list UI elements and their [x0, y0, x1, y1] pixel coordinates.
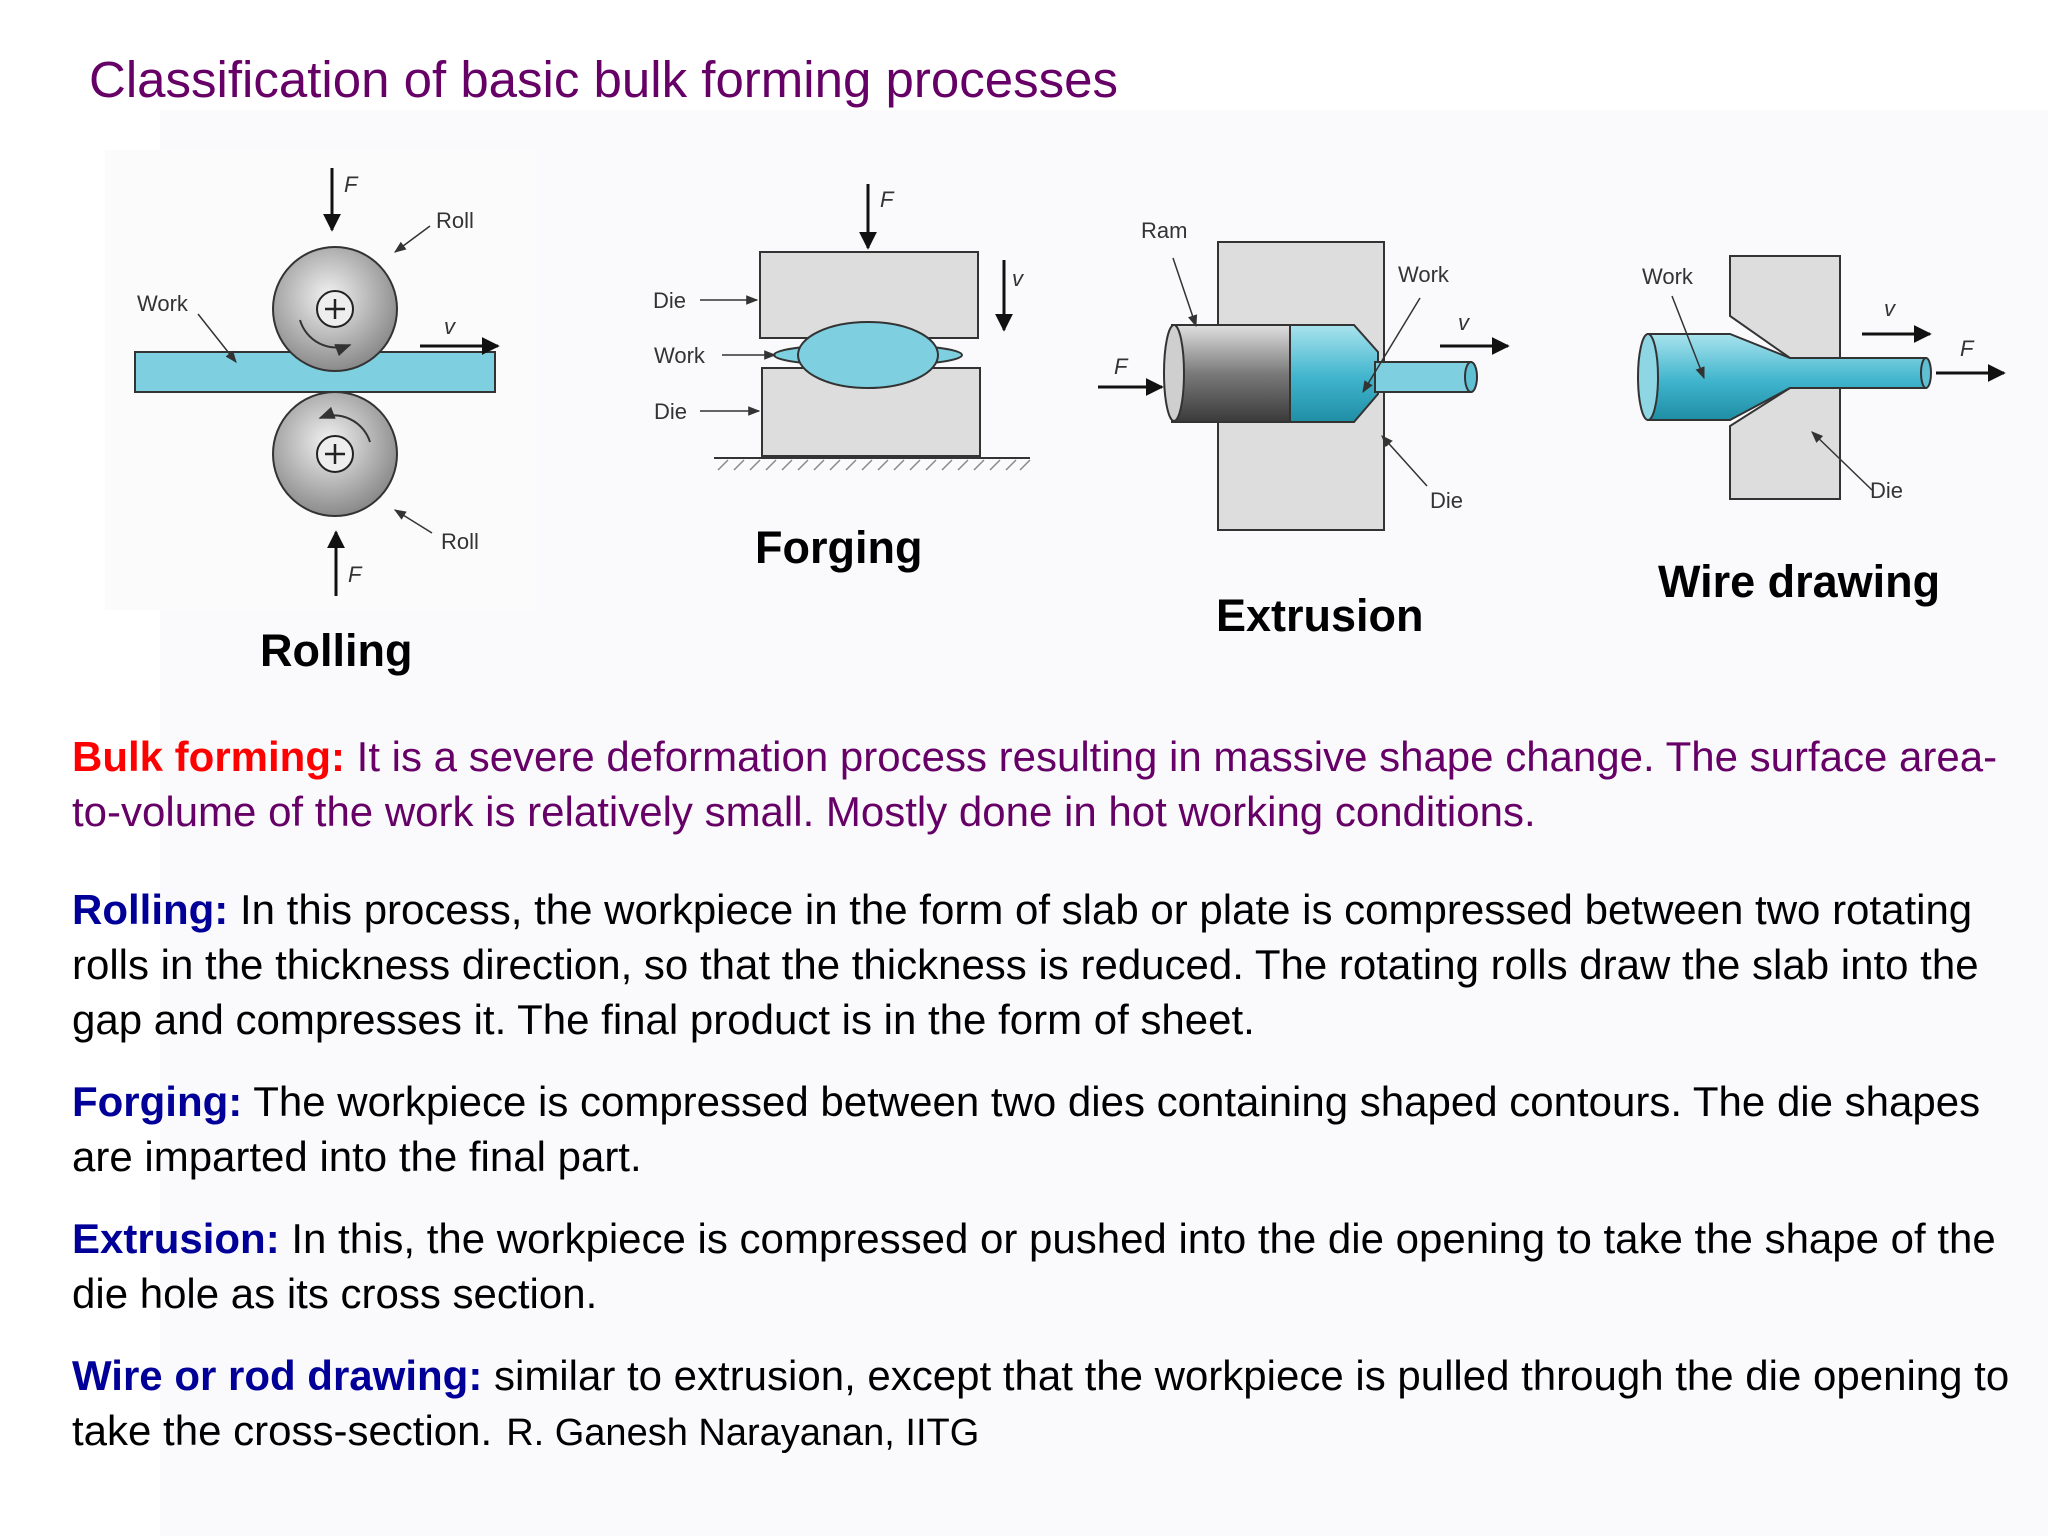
rolling-term: Rolling:: [72, 886, 229, 933]
wire-drawing-paragraph: Wire or rod drawing: similar to extrusio…: [72, 1348, 2032, 1461]
wire-velocity-label: v: [1884, 296, 1897, 321]
bulk-forming-term: Bulk forming:: [72, 733, 345, 780]
rolling-text: In this process, the workpiece in the fo…: [72, 886, 1979, 1043]
extrusion-work-billet: [1287, 324, 1379, 423]
rolling-roll-top-label: Roll: [436, 208, 474, 233]
forging-lower-die: [761, 367, 981, 457]
rolling-diagram: F F v Roll Roll Work: [105, 150, 535, 610]
extrusion-product: [1374, 361, 1472, 393]
wire-work-label: Work: [1642, 264, 1694, 289]
rolling-roll-bottom-label: Roll: [441, 529, 479, 554]
author-credit: R. Ganesh Narayanan, IITG: [506, 1412, 980, 1454]
slide-title: Classification of basic bulk forming pro…: [89, 51, 1118, 108]
extrusion-text: In this, the workpiece is compressed or …: [72, 1215, 1996, 1317]
forging-term: Forging:: [72, 1078, 243, 1125]
extrusion-die-label: Die: [1430, 488, 1463, 513]
extrusion-paragraph: Extrusion: In this, the workpiece is com…: [72, 1211, 2032, 1321]
forging-velocity-label: v: [1012, 266, 1025, 291]
rolling-work-label: Work: [137, 291, 189, 316]
extrusion-force-label: F: [1114, 354, 1129, 379]
wire-die-label: Die: [1870, 478, 1903, 503]
rolling-caption: Rolling: [260, 625, 413, 676]
wire-drawing-text: similar to extrusion, except that the wo…: [72, 1352, 2010, 1454]
forging-die-top-label: Die: [653, 288, 686, 313]
wire-drawing-diagram: v F Work Die: [1637, 255, 2006, 503]
wire-drawing-caption: Wire drawing: [1658, 556, 1941, 607]
forging-die-bottom-label: Die: [654, 399, 687, 424]
wire-drawing-term: Wire or rod drawing:: [72, 1352, 483, 1399]
bulk-forming-text: It is a severe deformation process resul…: [72, 733, 1998, 835]
process-diagrams: F F v Roll Roll Work F v Die: [105, 150, 2006, 610]
forging-work-label: Work: [654, 343, 706, 368]
extrusion-diagram: F v Ram Work Die: [1098, 218, 1510, 531]
rolling-velocity-label: v: [444, 314, 457, 339]
extrusion-term: Extrusion:: [72, 1215, 280, 1262]
extrusion-ram-label: Ram: [1141, 218, 1187, 243]
forging-work: [797, 321, 939, 389]
bulk-forming-paragraph: Bulk forming: It is a severe deformation…: [72, 729, 2032, 839]
rolling-paragraph: Rolling: In this process, the workpiece …: [72, 882, 2032, 1047]
extrusion-velocity-label: v: [1458, 310, 1471, 335]
forging-paragraph: Forging: The workpiece is compressed bet…: [72, 1074, 2032, 1184]
forging-caption: Forging: [755, 522, 923, 573]
rolling-force-bottom-label: F: [348, 562, 363, 587]
forging-diagram: F v Die Work Die: [653, 184, 1031, 471]
extrusion-caption: Extrusion: [1216, 590, 1424, 641]
forging-text: The workpiece is compressed between two …: [72, 1078, 1981, 1180]
rolling-force-top-label: F: [344, 172, 359, 197]
forging-force-label: F: [880, 187, 895, 212]
extrusion-work-label: Work: [1398, 262, 1450, 287]
wire-force-label: F: [1960, 336, 1975, 361]
extrusion-ram: [1171, 324, 1291, 423]
